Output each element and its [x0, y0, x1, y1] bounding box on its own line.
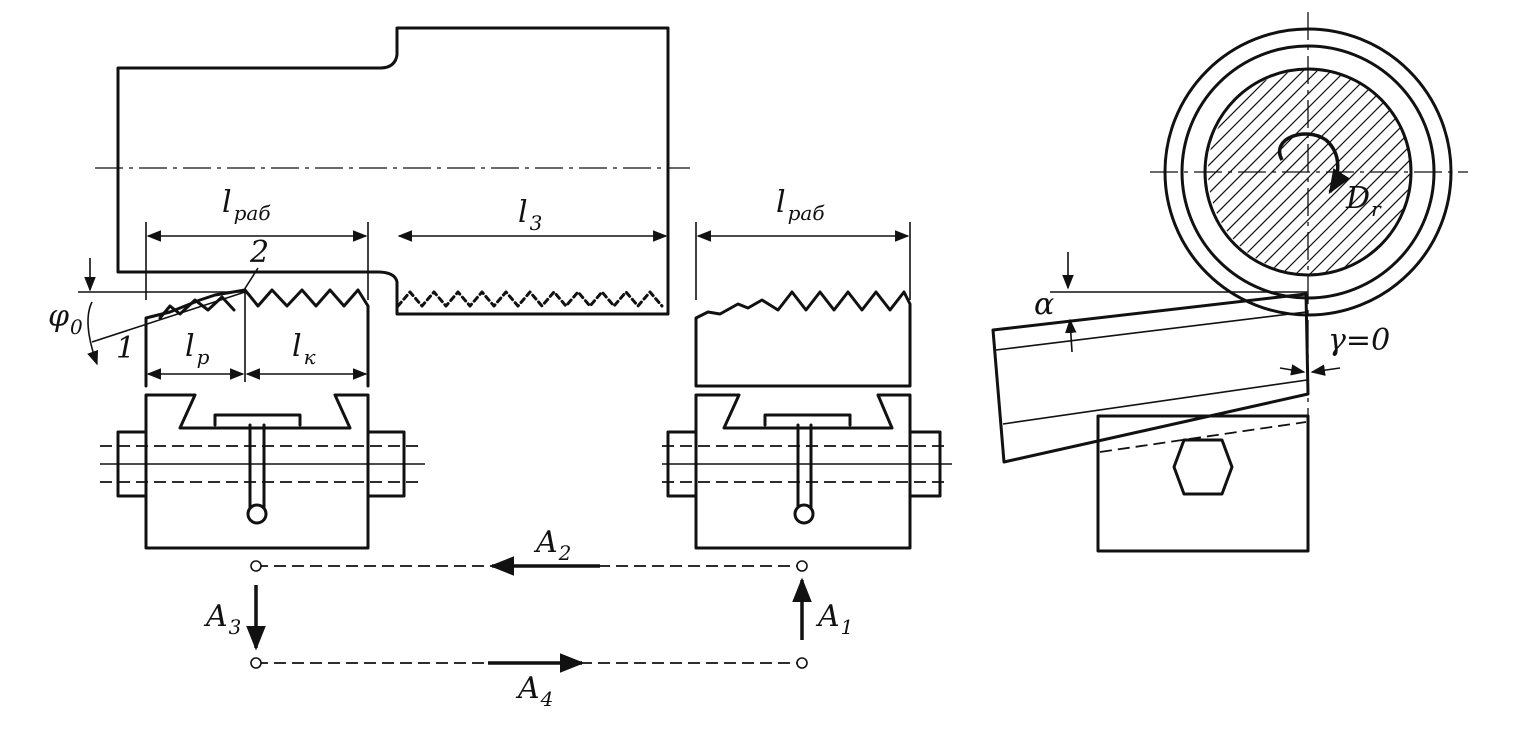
cycle-node: [250, 657, 262, 669]
label-point-1: 1: [116, 331, 135, 366]
hatch-line: [1208, 70, 1323, 274]
cycle-node: [796, 560, 808, 572]
label-alpha: α: [1034, 287, 1054, 322]
rotation-arrow: [1278, 132, 1350, 195]
motion-cycle: A2 A4 A3 A1: [203, 525, 853, 711]
label-point-2: 2: [249, 235, 269, 270]
hatch-line: [1208, 70, 1309, 274]
angle-phi-0: φ0 1 2: [48, 235, 269, 366]
side-view: Dr α γ=0: [991, 12, 1468, 553]
hatch-line: [1319, 70, 1412, 274]
label-phi-0: φ0: [48, 299, 83, 339]
hatch-line: [1208, 70, 1295, 274]
hatch-line: [1291, 70, 1412, 274]
label-d-r: Dr: [1345, 181, 1382, 221]
label-gamma: γ=0: [1328, 323, 1390, 358]
label-a3: A3: [203, 599, 241, 639]
label-a2: A2: [533, 525, 571, 565]
left-flat-die: [100, 288, 425, 550]
workpiece: [95, 26, 690, 316]
label-a1: A1: [815, 599, 853, 639]
right-flat-die: [662, 290, 952, 550]
label-a4: A4: [515, 671, 553, 711]
cycle-node: [796, 657, 808, 669]
hatch-line: [1235, 70, 1412, 274]
cycle-node: [250, 560, 262, 572]
hatch-line: [1305, 70, 1412, 274]
